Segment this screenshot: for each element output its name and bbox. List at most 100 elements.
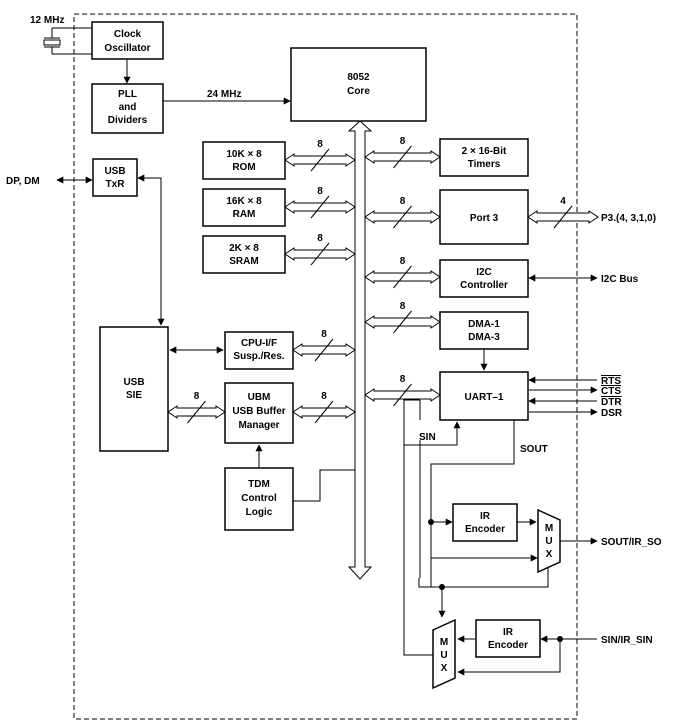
sin-label: SIN [419, 432, 436, 443]
svg-text:Clock: Clock [114, 29, 142, 40]
bus-timers-width-label: 8 [400, 136, 406, 147]
usb-txr-block: USB TxR [92, 158, 138, 197]
ubm-block: UBM USB Buffer Manager [224, 382, 294, 444]
bus-ubm-core-slash [314, 400, 334, 424]
svg-text:SIE: SIE [126, 390, 142, 401]
cpu-if-block: CPU-I/F Susp./Res. [224, 331, 294, 370]
svg-text:I2C: I2C [476, 267, 492, 278]
txr-to-sie-line [137, 174, 165, 326]
bus-timers-slash [393, 145, 412, 169]
svg-text:USB: USB [123, 377, 144, 388]
svg-text:Control: Control [241, 493, 277, 504]
bus-i2c: 8 [364, 256, 441, 289]
uart-block: UART–1 [439, 371, 529, 421]
usb-sie-block: USB SIE [99, 326, 169, 452]
port3-block: Port 3 [439, 189, 529, 245]
svg-text:2K × 8: 2K × 8 [229, 243, 259, 254]
svg-text:Port 3: Port 3 [470, 213, 499, 224]
svg-text:Core: Core [347, 86, 370, 97]
pll-block: PLL and Dividers [91, 83, 164, 134]
svg-text:and: and [119, 102, 137, 113]
sout-network [428, 420, 549, 588]
svg-text:RAM: RAM [233, 209, 256, 220]
svg-text:M: M [440, 637, 448, 648]
svg-text:10K × 8: 10K × 8 [226, 149, 262, 160]
bus-uart-width-label: 8 [400, 374, 406, 385]
mux-bottom: M U X [432, 618, 456, 690]
bus-cpu-if-width-label: 8 [321, 329, 327, 340]
bus-dma-width-label: 8 [400, 301, 406, 312]
dtr-label: DTR [601, 397, 622, 408]
sram-block: 2K × 8 SRAM [202, 235, 286, 274]
svg-text:X: X [441, 663, 448, 674]
bus-i2c-width-label: 8 [400, 256, 406, 267]
bus-sram-width-label: 8 [317, 233, 323, 244]
clock-oscillator-block: Clock Oscillator [91, 21, 164, 60]
svg-text:CPU-I/F: CPU-I/F [241, 338, 277, 349]
mux-top: M U X [537, 508, 561, 574]
ram-block: 16K × 8 RAM [202, 188, 286, 227]
bus-i2c-slash [393, 265, 412, 289]
svg-text:DMA-1: DMA-1 [468, 319, 500, 330]
i2c-controller-block: I2C Controller [439, 259, 529, 298]
bus-port3-ext-slash [553, 205, 573, 229]
bus-port3-int-width-label: 8 [400, 196, 406, 207]
svg-text:UART–1: UART–1 [465, 392, 504, 403]
bus-cpu-if: 8 [292, 329, 356, 362]
sout-ir-label: SOUT/IR_SO [601, 537, 662, 548]
i2c-bus-label: I2C Bus [601, 274, 639, 285]
svg-text:Dividers: Dividers [108, 115, 148, 126]
bus-sram-slash [310, 242, 330, 266]
chip-boundary [73, 13, 578, 720]
sout-label: SOUT [520, 444, 548, 455]
svg-text:UBM: UBM [248, 392, 271, 403]
crystal-symbol [43, 27, 92, 55]
svg-text:Controller: Controller [460, 280, 508, 291]
bus-sie-ubm-width-label: 8 [194, 391, 200, 402]
svg-text:USB Buffer: USB Buffer [232, 406, 285, 417]
timers-block: 2 × 16-Bit Timers [439, 138, 529, 177]
bus-port3-ext-width-label: 4 [560, 196, 566, 207]
ir-encoder-top-block: IR Encoder [452, 503, 518, 542]
svg-text:8052: 8052 [347, 72, 370, 83]
svg-text:IR: IR [480, 511, 491, 522]
bus-ubm-core-width-label: 8 [321, 391, 327, 402]
dma-block: DMA-1 DMA-3 [439, 311, 529, 350]
bus-ubm-core: 8 [292, 391, 356, 424]
svg-text:Manager: Manager [238, 420, 279, 431]
dsr-label: DSR [601, 408, 623, 419]
bus-rom-slash [310, 148, 330, 172]
bus-cpu-if-slash [314, 338, 334, 362]
svg-text:Logic: Logic [246, 507, 273, 518]
svg-text:ROM: ROM [232, 162, 255, 173]
bus-ram: 8 [284, 186, 356, 219]
bus-rom-width-label: 8 [317, 139, 323, 150]
modem-signal-lines [528, 376, 598, 416]
internal-bus [347, 120, 373, 580]
bus-dma-slash [393, 310, 412, 334]
p3-pins-label: P3.(4, 3,1,0) [601, 213, 656, 224]
svg-text:U: U [440, 650, 447, 661]
svg-text:DMA-3: DMA-3 [468, 332, 500, 343]
dp-dm-label: DP, DM [6, 176, 40, 187]
bus-uart: 8 [364, 374, 441, 407]
svg-text:SRAM: SRAM [229, 256, 258, 267]
rts-label: RTS [601, 376, 621, 387]
svg-text:X: X [546, 549, 553, 560]
bus-port3-int-slash [393, 205, 412, 229]
bus-sie-ubm: 8 [167, 391, 226, 424]
svg-text:TDM: TDM [248, 479, 270, 490]
bus-sram: 8 [284, 233, 356, 266]
bus-port3-ext: 4 [527, 196, 599, 229]
bus-ram-width-label: 8 [317, 186, 323, 197]
svg-text:PLL: PLL [118, 89, 137, 100]
bus-dma: 8 [364, 301, 441, 334]
bus-layer: 8 8 8 8 8 4 8 8 8 8 8 8 [167, 136, 599, 424]
svg-text:Oscillator: Oscillator [104, 43, 150, 54]
bus-ram-slash [310, 195, 330, 219]
svg-text:16K × 8: 16K × 8 [226, 196, 262, 207]
svg-text:2 × 16-Bit: 2 × 16-Bit [462, 146, 507, 157]
svg-text:Encoder: Encoder [488, 640, 528, 651]
ir-encoder-bottom-block: IR Encoder [475, 619, 541, 658]
